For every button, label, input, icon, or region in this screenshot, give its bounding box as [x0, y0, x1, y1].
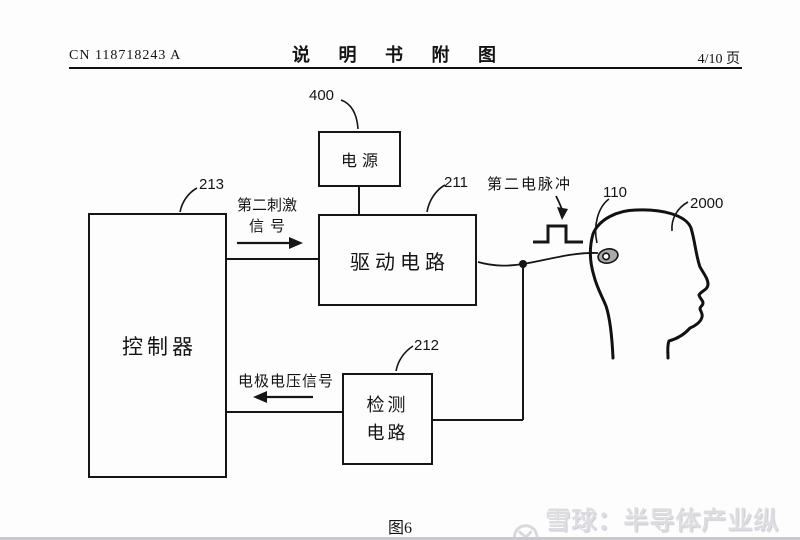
block-drive-circuit-label: 驱动电路 — [350, 251, 450, 274]
head-back-neck-outline — [589, 232, 615, 360]
head-profile-outline — [591, 208, 710, 360]
stimulus-signal-label: 第二刺激 信号 — [231, 196, 303, 238]
block-detection-circuit-label: 检测电路 — [366, 395, 409, 443]
electrode-symbol — [597, 248, 619, 264]
ref-numeral-212: 212 — [414, 337, 440, 354]
header-rule — [69, 67, 742, 69]
watermark-text: 雪球：半导体产业纵横 — [545, 507, 780, 535]
pulse-pointer-arrowhead-icon — [557, 207, 568, 220]
ref-numeral-400: 400 — [309, 87, 335, 104]
wire-junction-dot — [519, 260, 527, 268]
ref-numeral-211: 211 — [444, 174, 468, 191]
electrode-voltage-signal-label: 电极电压信号 — [238, 374, 335, 390]
block-detection-circuit: 检测电路 — [342, 373, 433, 465]
leader-line-212 — [395, 345, 414, 372]
stimulus-signal-label-line1: 第二刺激 — [236, 198, 297, 214]
block-controller-label: 控制器 — [122, 334, 197, 359]
second-pulse-label: 第二电脉冲 — [487, 177, 573, 193]
page-indicator: 4/10 页 — [697, 52, 740, 67]
block-drive-circuit: 驱动电路 — [318, 214, 477, 306]
leader-line-400 — [340, 99, 359, 130]
block-controller: 控制器 — [88, 213, 227, 478]
page-title: 说 明 书 附 图 — [292, 45, 508, 65]
block-power-supply-label: 电源 — [340, 153, 383, 170]
voltage-signal-arrowhead-icon — [253, 391, 267, 403]
ref-numeral-213: 213 — [199, 176, 225, 193]
leader-line-211 — [426, 184, 446, 213]
figure-caption: 图6 — [387, 520, 412, 537]
pulse-waveform-icon — [533, 224, 583, 244]
screenshot-bottom-edge — [0, 537, 800, 540]
leader-line-110 — [594, 198, 610, 244]
stimulus-signal-label-line2: 信号 — [248, 219, 291, 235]
block-power-supply: 电源 — [318, 131, 401, 187]
stimulus-signal-arrowhead-icon — [289, 237, 303, 249]
ref-numeral-2000: 2000 — [690, 195, 724, 212]
patent-number: CN 118718243 A — [69, 48, 182, 63]
watermark: 雪球：半导体产业纵横 — [511, 501, 800, 540]
leader-line-2000 — [671, 201, 689, 232]
pulse-pointer-arrow-line — [555, 195, 563, 211]
wire-drive-to-electrode — [477, 252, 599, 267]
ref-numeral-110: 110 — [603, 184, 627, 201]
leader-line-213 — [179, 187, 198, 213]
